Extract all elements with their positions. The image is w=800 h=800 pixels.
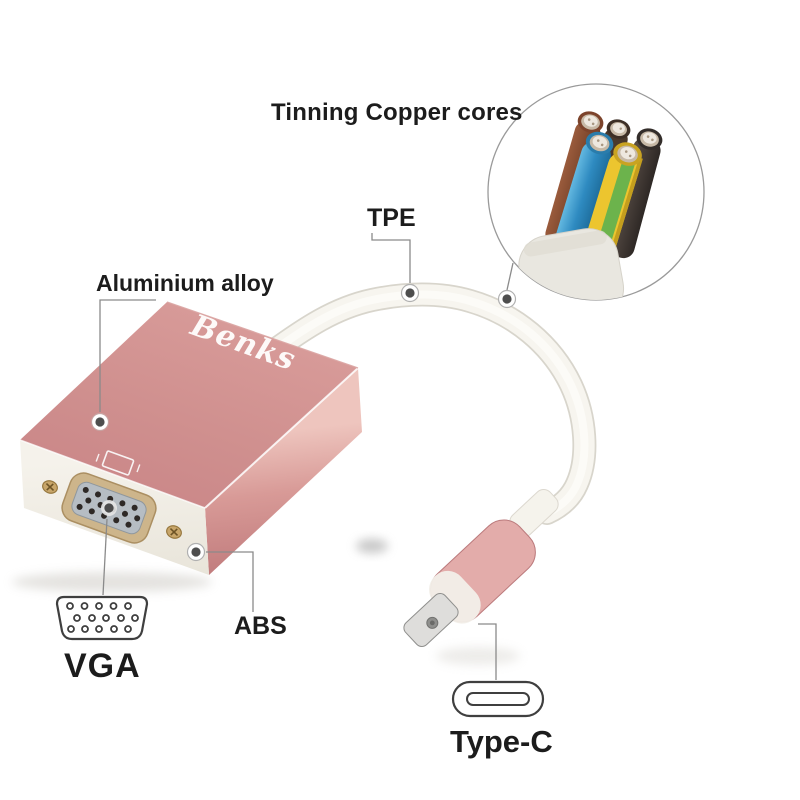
cable-highlight [268, 290, 589, 517]
callout-line-inset [506, 262, 514, 291]
callout-dots [90, 283, 517, 562]
aluminium-alloy-label: Aluminium alloy [96, 270, 274, 296]
edge-highlight-front [19, 439, 206, 509]
callout-line-typec [478, 623, 497, 680]
callout-dot-vga [104, 503, 114, 513]
vga-connector-icon [55, 595, 149, 641]
callout-line-tpe [371, 233, 411, 283]
usb-c-plug [403, 593, 459, 647]
callout-dot-inset [497, 289, 517, 309]
callout-line-vga [102, 518, 108, 596]
callout-lines [99, 233, 514, 680]
edge-back [166, 301, 359, 369]
vga-icon-pins [66, 602, 139, 633]
callout-line-abs [206, 551, 254, 612]
adapter-top-face [20, 302, 358, 508]
type-c-label: Type-C [450, 724, 553, 759]
screw-left-icon [42, 480, 58, 494]
wire-blue [552, 131, 614, 262]
plug-shadow [436, 647, 520, 665]
edge-highlight-right [204, 367, 359, 509]
adapter-side-face [205, 368, 362, 575]
wire-cross-section-inset [487, 83, 705, 301]
screw-right-icon [166, 525, 182, 539]
usb-c-connector-icon [451, 680, 545, 718]
callout-dot-aluminium [90, 412, 110, 432]
abs-label: ABS [234, 612, 287, 640]
display-icon [95, 450, 141, 476]
adapter-shadow [12, 572, 212, 592]
vga-port [61, 472, 157, 544]
callout-dot-abs [186, 542, 206, 562]
shadows [12, 539, 520, 665]
callout-dot-tpe [400, 283, 420, 303]
tpe-label: TPE [367, 204, 416, 232]
cable [260, 282, 597, 525]
vga-label: VGA [64, 647, 141, 685]
typec-connector [403, 488, 559, 647]
corner-shadow [356, 539, 388, 553]
adapter-body: Benks [19, 301, 362, 575]
tinning-copper-cores-label: Tinning Copper cores [271, 99, 523, 126]
vga-port-pins [76, 486, 141, 528]
callout-line-aluminium [99, 299, 156, 412]
